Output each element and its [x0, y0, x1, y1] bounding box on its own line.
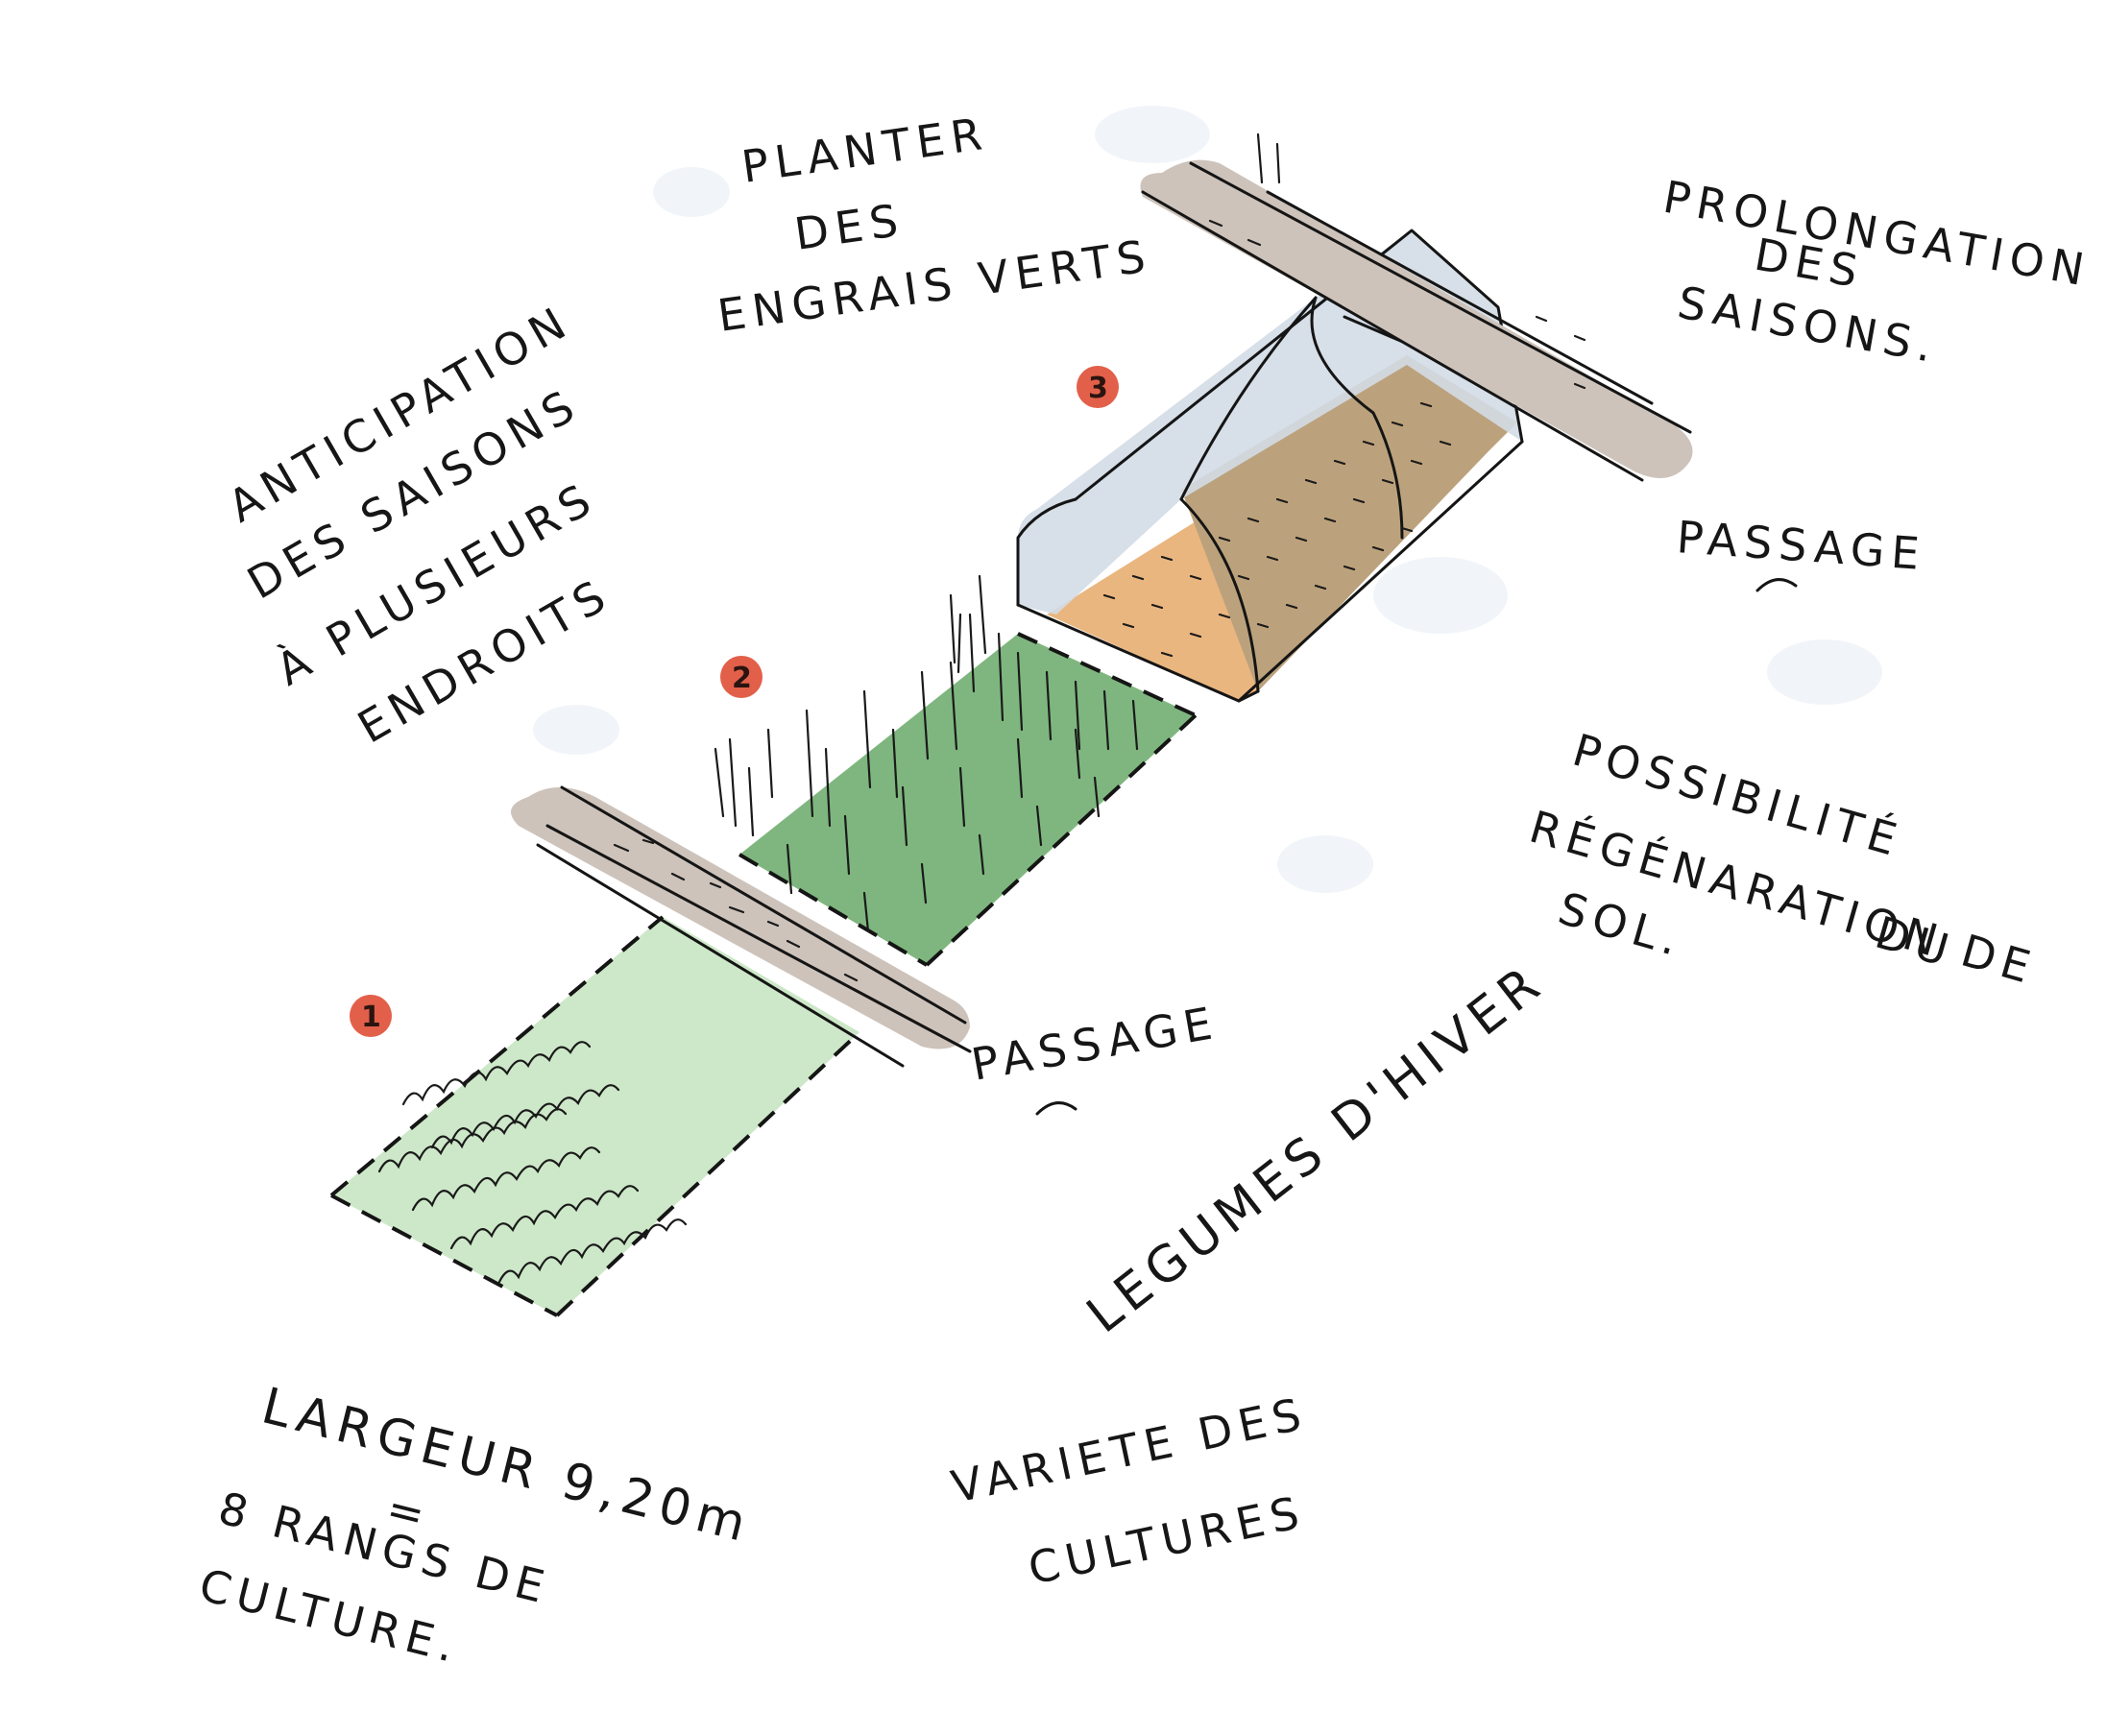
marker-1: 1 — [350, 995, 392, 1037]
note-variete: VARIETE DES CULTURES — [947, 1387, 1312, 1595]
passage-top — [1140, 133, 1693, 482]
note-engrais-line-2: DES — [791, 193, 908, 259]
plot-2-green-manure — [714, 574, 1198, 967]
note-engrais-line-3: ENGRAIS VERTS — [714, 229, 1155, 342]
plot-2-grass-strokes — [714, 574, 1139, 933]
passage-middle-underline — [1035, 1101, 1077, 1116]
note-passage-middle-text: PASSAGE — [968, 997, 1222, 1091]
note-passage-top-text: PASSAGE — [1675, 511, 1927, 580]
passage-top-underline — [1755, 578, 1798, 592]
marker-2: 2 — [720, 656, 763, 698]
plot-1-winter-vegetables — [329, 915, 861, 1317]
note-engrais-verts: PLANTER DES ENGRAIS VERTS — [714, 107, 1155, 341]
note-engrais-line-1: PLANTER — [738, 107, 991, 192]
note-passage-top: PASSAGE — [1675, 511, 1927, 592]
plot-1-crop-rows — [377, 1041, 688, 1284]
note-anticipation: ANTICIPATION DES SAISONS À PLUSIEURS END… — [220, 295, 620, 754]
marker-2-label: 2 — [732, 662, 752, 695]
note-variete-line-2: CULTURES — [1024, 1485, 1310, 1595]
marker-3: 3 — [1077, 366, 1119, 408]
note-regeneration-line-3: SOL. — [1553, 882, 1690, 968]
note-regeneration: POSSIBILITÉ RÉGÉNARATION DE SOL. DU — [1524, 724, 2043, 995]
note-prolongation-line-1: PROLONGATION — [1659, 171, 2094, 297]
note-passage-middle: PASSAGE — [968, 997, 1222, 1116]
passage-middle — [511, 785, 972, 1068]
marker-1-label: 1 — [361, 1001, 381, 1034]
note-largeur: LARGEUR 9,20m = 8 RANGS DE CULTURE. — [194, 1377, 758, 1674]
plot-3-soil-strokes — [1102, 401, 1452, 658]
note-prolongation: PROLONGATION DES SAISONS. — [1659, 171, 2094, 374]
paper-texture — [533, 106, 1882, 893]
note-prolongation-line-3: SAISONS. — [1674, 277, 1943, 374]
marker-3-label: 3 — [1088, 372, 1108, 405]
